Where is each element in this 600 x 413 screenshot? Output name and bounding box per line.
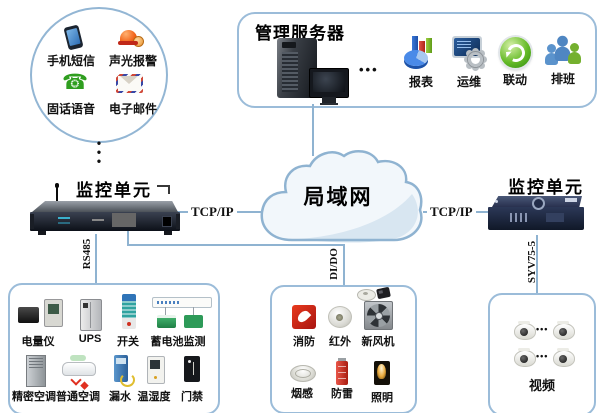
link-server-cloud (312, 104, 314, 156)
notify-label-alarm: 声光报警 (108, 54, 157, 68)
ups-icon (80, 299, 102, 331)
vertical-ellipsis: • • • (96, 136, 102, 168)
lan-cloud (260, 149, 423, 243)
link-syv75 (536, 235, 538, 294)
tcpip-right-label: TCP/IP (427, 204, 476, 220)
io-label-smoke: 烟感 (291, 388, 313, 400)
phone-sms-icon (63, 24, 84, 51)
io-box: 消防 红外 新风机 烟感 防雷 照明 (270, 285, 417, 413)
linkage-sync-icon (499, 37, 531, 68)
temp-humidity-icon (147, 356, 165, 384)
precision-ac-icon (26, 355, 46, 387)
video-label: 视频 (528, 378, 555, 393)
link-dido-v2 (343, 244, 345, 286)
device-accessory-icon (376, 286, 391, 300)
video-box: ••• ••• 视频 (488, 293, 596, 413)
notify-label-voice: 固话语音 (46, 102, 95, 116)
switch-module-icon (122, 294, 136, 329)
tcpip-left-label: TCP/IP (188, 204, 237, 220)
video-ellipsis-2: ••• (536, 351, 549, 361)
device-label-power-meter: 电量仪 (21, 336, 55, 348)
feature-shift: 排班 (535, 35, 591, 87)
dome-camera-icon (553, 321, 575, 340)
right-monitor-unit-device (488, 192, 584, 238)
device-label-precision-ac: 精密空调 (12, 391, 56, 403)
io-label-infrared: 红外 (329, 336, 351, 348)
device-label-water-leak: 漏水 (109, 391, 131, 403)
device-label-access: 门禁 (181, 391, 203, 403)
link-rs485 (95, 234, 97, 283)
device-label-switch: 开关 (117, 336, 139, 348)
report-chart-icon (404, 36, 438, 69)
io-label-arrester: 防雷 (331, 388, 353, 400)
device-box: 电量仪 UPS 开关 蓄电池监测 精密空调 普通空调 漏水 温湿度 门禁 (8, 283, 220, 413)
rs485-label: RS485 (81, 238, 93, 270)
server-ellipsis: ••• (359, 62, 379, 77)
power-meter-icon (18, 297, 64, 329)
dido-label: DI/DO (328, 248, 340, 280)
feature-report: 报表 (393, 36, 449, 90)
io-label-lighting: 照明 (371, 392, 393, 404)
io-label-fire: 消防 (293, 336, 315, 348)
dome-camera-icon (514, 321, 536, 340)
corner-mark (157, 185, 170, 194)
feature-ops-label: 运维 (456, 75, 481, 89)
notify-label-sms: 手机短信 (46, 54, 95, 68)
notify-circle: 手机短信 声光报警 ☎ 固话语音 电子邮件 (30, 7, 168, 143)
device-label-ups: UPS (78, 333, 102, 345)
syv75-label: SYV75-5 (526, 240, 538, 284)
link-dido-h (127, 244, 345, 246)
cloud-label: 局域网 (303, 186, 373, 209)
battery-monitor-icon (150, 295, 214, 330)
feature-shift-label: 排班 (550, 72, 575, 86)
link-dido-v1 (127, 230, 129, 246)
device-label-battery: 蓄电池监测 (150, 336, 206, 348)
smoke-sensor-icon (290, 365, 316, 382)
server-panel: 管理服务器 ••• 报表 运维 联动 排班 (237, 12, 597, 108)
infrared-icon (328, 306, 352, 328)
feature-linkage-label: 联动 (502, 73, 527, 87)
email-icon (116, 74, 143, 93)
fresh-air-fan-icon (364, 301, 393, 330)
feature-ops: 运维 (441, 36, 497, 90)
feature-report-label: 报表 (408, 75, 433, 89)
device-label-normal-ac: 普通空调 (56, 391, 100, 403)
right-unit-title: 监控单元 (508, 178, 584, 197)
siren-alarm-icon (118, 28, 144, 47)
lighting-icon (374, 361, 390, 385)
lightning-arrester-icon (336, 358, 348, 385)
feature-linkage: 联动 (487, 36, 543, 88)
phone-voice-icon: ☎ (62, 70, 89, 94)
left-unit-title: 监控单元 (76, 181, 152, 200)
access-control-icon (184, 356, 200, 382)
io-label-fresh-air: 新风机 (361, 336, 395, 348)
antenna-icon (55, 183, 59, 204)
water-leak-icon (114, 355, 135, 387)
video-ellipsis-1: ••• (536, 324, 549, 334)
ops-monitor-gear-icon (452, 36, 486, 69)
normal-ac-icon (62, 355, 96, 386)
dome-camera-icon (514, 348, 536, 367)
fire-icon (292, 305, 316, 329)
device-label-temp-humidity: 温湿度 (137, 391, 171, 403)
dome-camera-icon (553, 348, 575, 367)
notify-label-email: 电子邮件 (108, 102, 157, 116)
dome-accessory-icon (357, 289, 376, 301)
shift-people-icon (544, 35, 582, 68)
left-monitor-unit-device (30, 183, 180, 238)
server-monitor-icon (309, 68, 349, 103)
